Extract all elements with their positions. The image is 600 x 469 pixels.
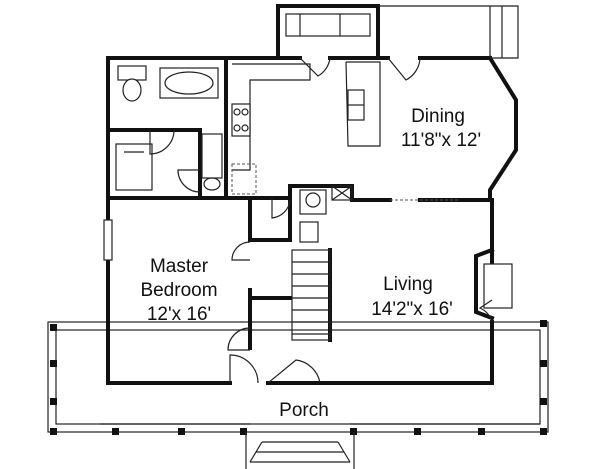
powder-room: [299, 185, 353, 243]
master-bedroom-name-line2: Bedroom: [140, 280, 217, 301]
kitchen-fixtures: [231, 61, 381, 195]
living-room-size: 14'2"x 16': [371, 299, 453, 320]
porch-name: Porch: [279, 400, 329, 421]
porch-area: [47, 320, 549, 469]
fireplace: [474, 247, 513, 321]
living-room-name: Living: [383, 274, 433, 295]
master-bath-fixtures: [115, 65, 223, 191]
pantry-shelves: [285, 13, 371, 37]
doors: [149, 57, 493, 384]
master-bedroom-size: 12'x 16': [147, 304, 211, 325]
shower-icon: [115, 143, 153, 191]
walls: [106, 4, 519, 385]
toilet-tank-icon: [117, 65, 147, 81]
bathtub-icon: [159, 67, 219, 99]
staircase: [291, 249, 331, 341]
dining-room-name: Dining: [411, 106, 465, 127]
range-icon: [231, 103, 251, 137]
master-bedroom-name-line1: Master: [150, 256, 209, 277]
toilet-bowl-icon: [122, 78, 142, 102]
dining-room-size: 11'8"x 12': [401, 130, 481, 151]
front-steps: [245, 432, 355, 469]
